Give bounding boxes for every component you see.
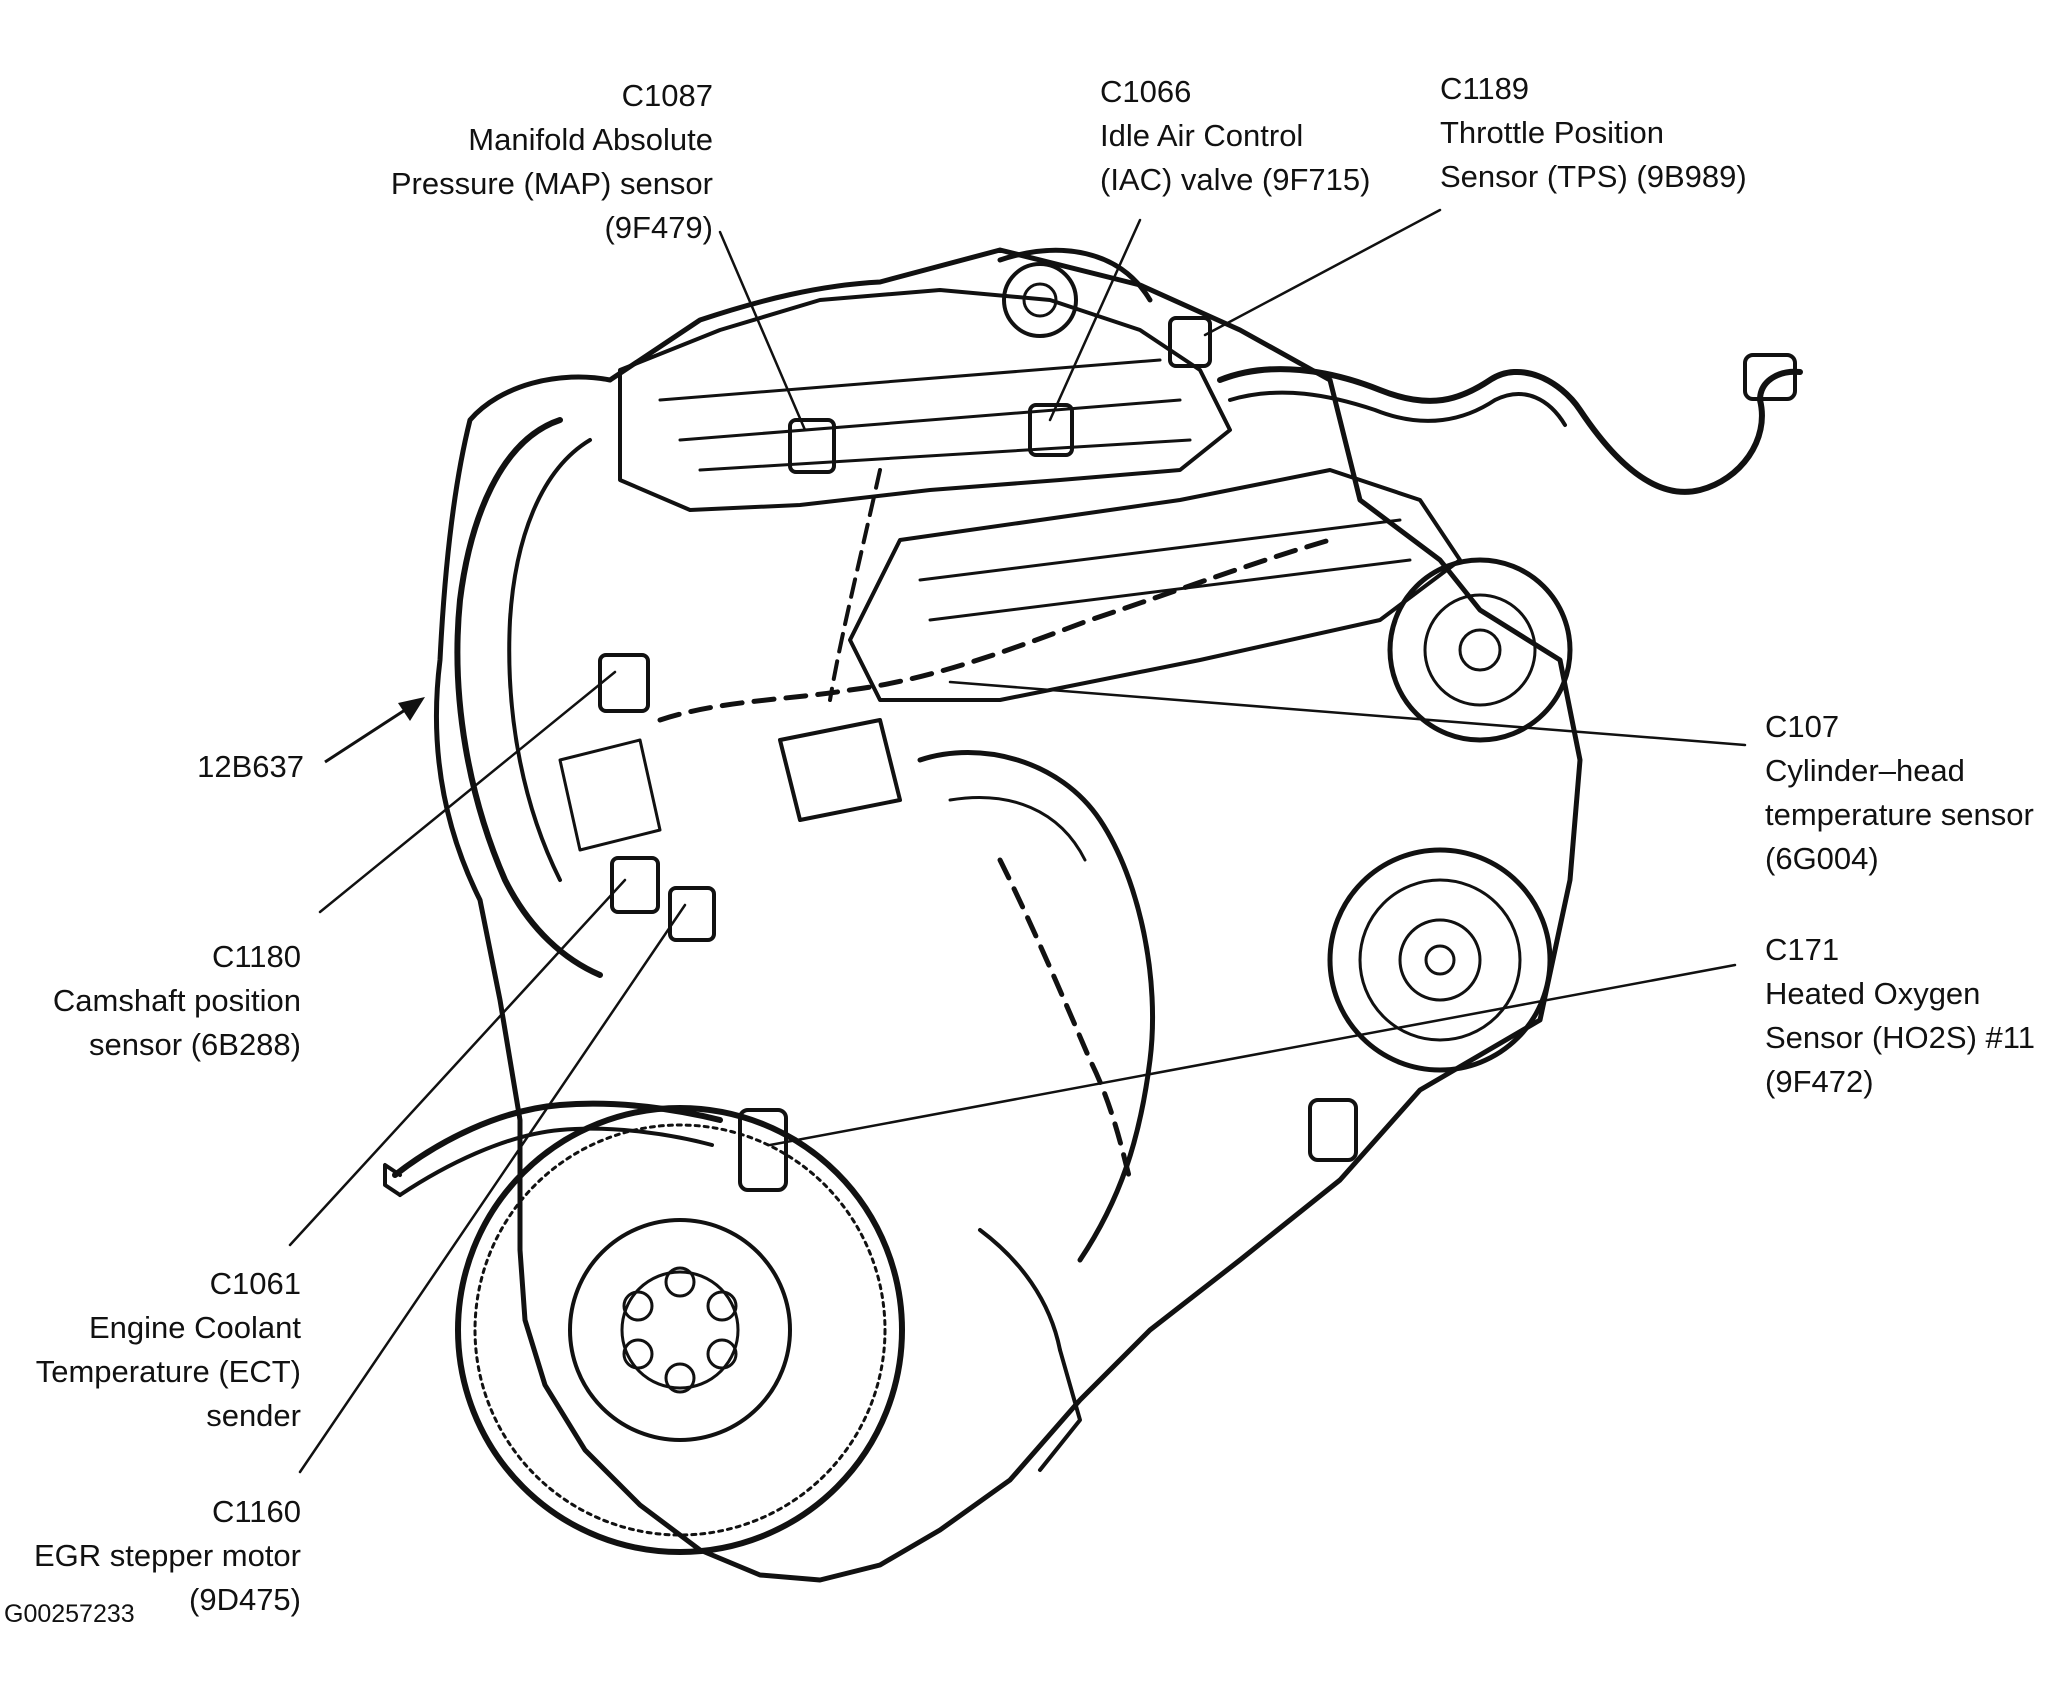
right-hose [1217,366,1803,495]
callout-map: C1087 Manifold Absolute Pressure (MAP) s… [391,74,713,250]
callout-map-line: C1087 [621,78,713,113]
callout-cmp-line: Camshaft position [52,983,301,1018]
callout-tps-line: C1189 [1440,71,1530,106]
flywheel [455,1105,905,1555]
egr-connector [668,886,716,942]
ho2s-connector [738,1108,788,1192]
hose-end-connector [1743,353,1797,401]
callout-chts-line: C107 [1765,709,1840,744]
cmp-connector [598,653,650,713]
callout-chts-line: temperature sensor [1765,797,2034,832]
callout-map-line: (9F479) [604,210,713,245]
lower-hose [392,1100,723,1178]
callout-tps-line: Sensor (TPS) (9B989) [1440,159,1747,194]
callout-cmp-line: C1180 [211,939,301,974]
callout-iac: C1066 Idle Air Control (IAC) valve (9F71… [1100,70,1370,202]
wiring-harness [657,537,1333,723]
tps-connector [1168,316,1212,368]
callout-ect-line: sender [206,1398,301,1433]
left-hose-loop [454,417,603,978]
callout-tps-line: Throttle Position [1440,115,1664,150]
throttle-body [1002,262,1078,338]
callout-egr-line: EGR stepper motor [33,1538,301,1573]
callout-map-line: Manifold Absolute [468,122,713,157]
callout-iac-line: Idle Air Control [1100,118,1304,153]
cylinder-head [848,468,1462,702]
engine-outline [433,247,1583,1583]
callout-ect-line: Temperature (ECT) [35,1354,301,1389]
callout-map-line: Pressure (MAP) sensor [390,166,713,201]
iac-connector [1028,403,1074,457]
callout-chts-line: (6G004) [1765,841,1879,876]
callout-ho2s-line: Heated Oxygen [1765,976,1981,1011]
rear-connector [1308,1098,1358,1162]
callout-ho2s-line: Sensor (HO2S) #11 [1765,1020,2035,1055]
intake-manifold [618,288,1232,512]
exhaust-manifold [917,750,1156,1263]
upper-pulley [1387,557,1573,743]
callout-egr-line: (9D475) [189,1582,301,1617]
figure-id: G00257233 [4,1600,135,1628]
harness-arrow [324,697,425,764]
callout-cmp: C1180 Camshaft position sensor (6B288) [53,935,301,1067]
callout-ho2s-line: C171 [1765,932,1840,967]
callout-iac-line: C1066 [1100,74,1192,109]
callout-ect-line: C1061 [209,1266,301,1301]
upper-hose [997,247,1153,303]
callout-chts-line: Cylinder–head [1765,753,1965,788]
callout-harness: 12B637 [197,745,304,789]
alternator [1327,847,1553,1073]
callout-ho2s-line: (9F472) [1765,1064,1874,1099]
callout-harness-line: 12B637 [197,749,304,784]
callout-egr: C1160 EGR stepper motor (9D475) [34,1490,301,1622]
callout-ect: C1061 Engine Coolant Temperature (ECT) s… [36,1262,301,1438]
callout-cmp-line: sensor (6B288) [89,1027,301,1062]
callout-iac-line: (IAC) valve (9F715) [1100,162,1371,197]
ect-connector [610,856,660,914]
callout-ho2s: C171 Heated Oxygen Sensor (HO2S) #11 (9F… [1765,928,2035,1104]
callout-ect-line: Engine Coolant [89,1310,301,1345]
callout-tps: C1189 Throttle Position Sensor (TPS) (9B… [1440,67,1747,199]
callout-egr-line: C1160 [211,1494,301,1529]
callout-chts: C107 Cylinder–head temperature sensor (6… [1765,705,2034,881]
leader-lines [288,208,1747,1474]
map-connector [788,418,836,474]
